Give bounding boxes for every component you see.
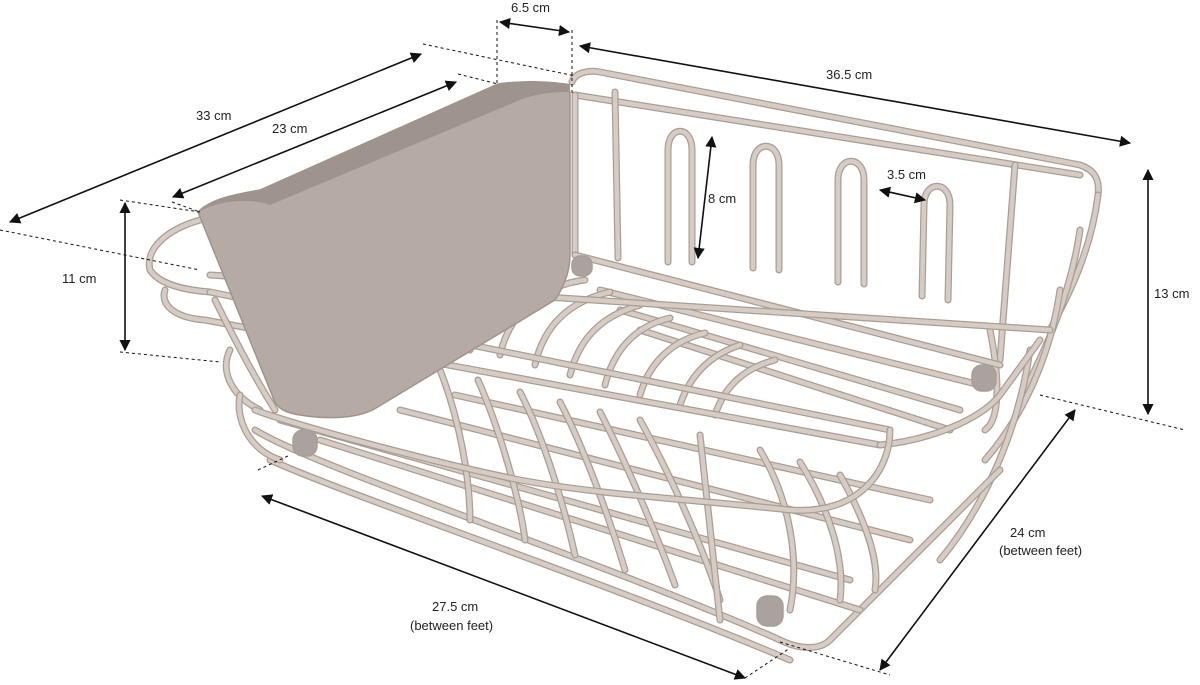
- label-holder-height: 11 cm: [62, 271, 96, 286]
- dish-rack-illustration: [145, 67, 1102, 664]
- rack-feet: [292, 255, 997, 627]
- label-feet-depth-value: 24 cm: [1010, 525, 1045, 540]
- label-depth-inner: 23 cm: [272, 121, 307, 136]
- label-width-top: 36.5 cm: [826, 67, 872, 82]
- arrow-prong-height: [693, 135, 717, 260]
- label-feet-width-value: 27.5 cm: [432, 599, 478, 614]
- arrow-feet-depth: [879, 409, 1076, 671]
- label-holder-width: 6.5 cm: [511, 0, 550, 15]
- dimension-labels: 6.5 cm 36.5 cm 33 cm 23 cm 11 cm 8 cm 3.…: [62, 0, 1189, 633]
- label-height-total: 13 cm: [1154, 286, 1189, 301]
- label-feet-depth-note: (between feet): [999, 543, 1082, 558]
- label-feet-width-note: (between feet): [410, 618, 493, 633]
- label-prong-height: 8 cm: [708, 191, 736, 206]
- label-prong-gap: 3.5 cm: [887, 167, 926, 182]
- arrow-prong-gap: [878, 186, 927, 204]
- arrow-width-top: [578, 42, 1132, 147]
- arrow-holder-width: [498, 17, 571, 37]
- arrow-depth-inner: [171, 80, 458, 199]
- dimension-arrows: [8, 17, 1154, 680]
- arrow-feet-width: [260, 494, 747, 680]
- label-depth-outer: 33 cm: [196, 108, 231, 123]
